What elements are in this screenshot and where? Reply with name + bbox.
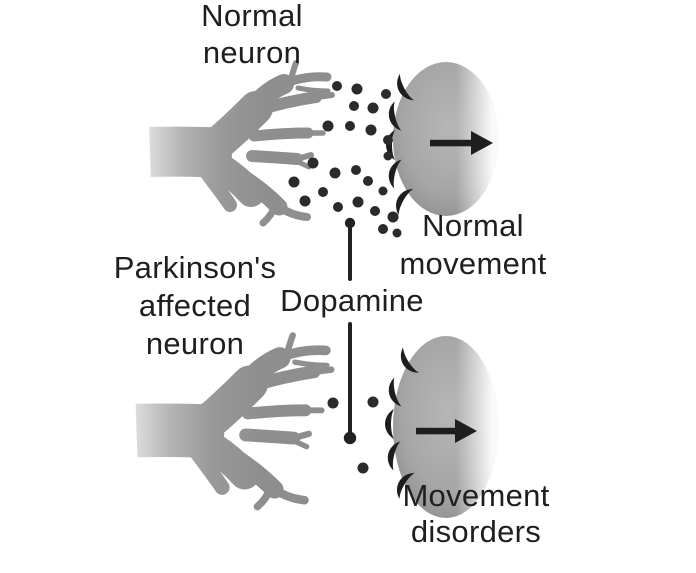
dopamine-dots-parkinsons (327, 396, 379, 474)
dopamine-dot (288, 176, 300, 188)
dopamine-dot (392, 228, 402, 238)
dopamine-dot (307, 157, 319, 169)
label-line: neuron (202, 35, 302, 70)
label-dopamine: Dopamine (280, 283, 424, 318)
postsynaptic-cell-parkinsons (393, 332, 510, 524)
dopamine-dot (352, 196, 364, 208)
label-parkinsons-affected-neuron: Parkinson's affected neuron (95, 249, 295, 363)
dopamine-dot (332, 81, 342, 91)
dopamine-dot (322, 120, 334, 132)
dopamine-dot (367, 102, 379, 114)
label-line: Normal (422, 208, 524, 243)
arrow-right-icon-normal (430, 131, 493, 155)
dopamine-dot (333, 202, 343, 212)
dopamine-dot (387, 211, 399, 223)
dopamine-dot (367, 396, 379, 408)
dopamine-dot (378, 224, 388, 234)
label-line: Normal (201, 0, 303, 33)
label-line: neuron (145, 326, 245, 361)
dopamine-dot (351, 165, 361, 175)
dopamine-pointer-top-icon (344, 217, 356, 281)
dopamine-dot (318, 187, 328, 197)
dopamine-dot (299, 195, 311, 207)
label-line: affected (138, 288, 252, 323)
label-normal-movement: Normal movement (373, 207, 573, 283)
label-line: Movement (402, 478, 550, 513)
label-line: movement (399, 246, 547, 281)
dopamine-dot (365, 124, 377, 136)
dopamine-dot (370, 206, 380, 216)
dopamine-dot (327, 397, 339, 409)
dopamine-dot (351, 83, 363, 95)
dopamine-dots-normal (288, 81, 402, 238)
dopamine-dot (383, 151, 393, 161)
label-normal-neuron: Normal neuron (152, 0, 352, 71)
dopamine-dot (345, 121, 355, 131)
dopamine-pointer-bottom-icon (343, 322, 357, 445)
dopamine-dot (349, 101, 359, 111)
dopamine-dot (378, 186, 388, 196)
dopamine-dot (381, 89, 391, 99)
arrow-right-icon-parkinsons (416, 419, 477, 443)
label-line: Parkinson's (113, 250, 277, 285)
label-movement-disorders: Movement disorders (376, 478, 576, 550)
dopamine-dot (329, 167, 341, 179)
dopamine-dot (357, 462, 369, 474)
label-line: disorders (410, 514, 542, 549)
receptor-icon (385, 409, 394, 439)
dopamine-dot (363, 176, 373, 186)
dopamine-dot (383, 135, 393, 145)
